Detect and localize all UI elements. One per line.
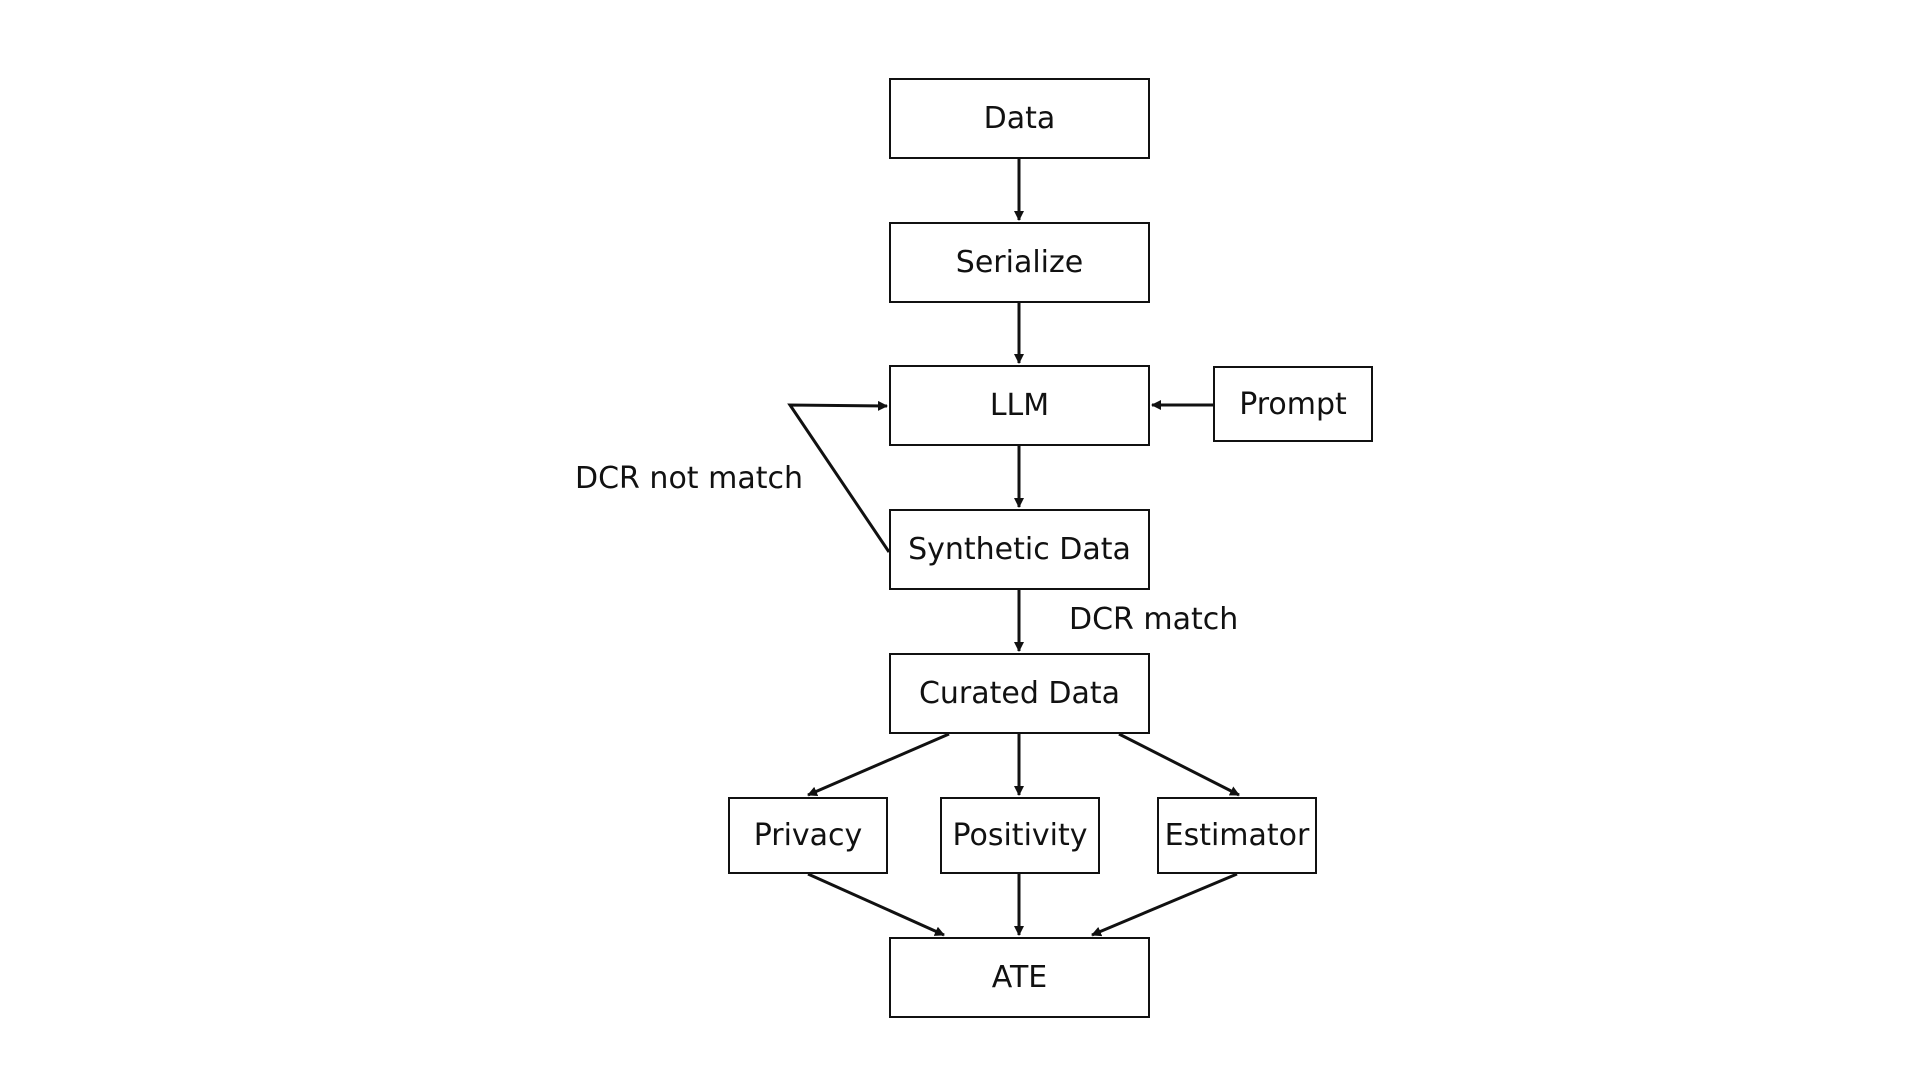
edge-curated-privacy — [807, 732, 950, 797]
node-llm: LLM — [889, 365, 1150, 446]
node-prompt: Prompt — [1213, 366, 1373, 442]
edge-privacy-ate — [807, 872, 945, 937]
node-curated-data: Curated Data — [889, 653, 1150, 734]
node-estimator: Estimator — [1157, 797, 1317, 874]
edge-estimator-ate — [1091, 872, 1238, 937]
edge-synthetic-llm-loop — [787, 400, 891, 553]
node-ate: ATE — [889, 937, 1150, 1018]
edge-curated-estimator — [1118, 732, 1240, 797]
edge-label-dcr-not-match: DCR not match — [575, 461, 803, 496]
node-privacy: Privacy — [728, 797, 888, 874]
node-synthetic-data: Synthetic Data — [889, 509, 1150, 590]
node-data: Data — [889, 78, 1150, 159]
node-positivity: Positivity — [940, 797, 1100, 874]
edge-label-dcr-match: DCR match — [1069, 602, 1239, 637]
node-serialize: Serialize — [889, 222, 1150, 303]
